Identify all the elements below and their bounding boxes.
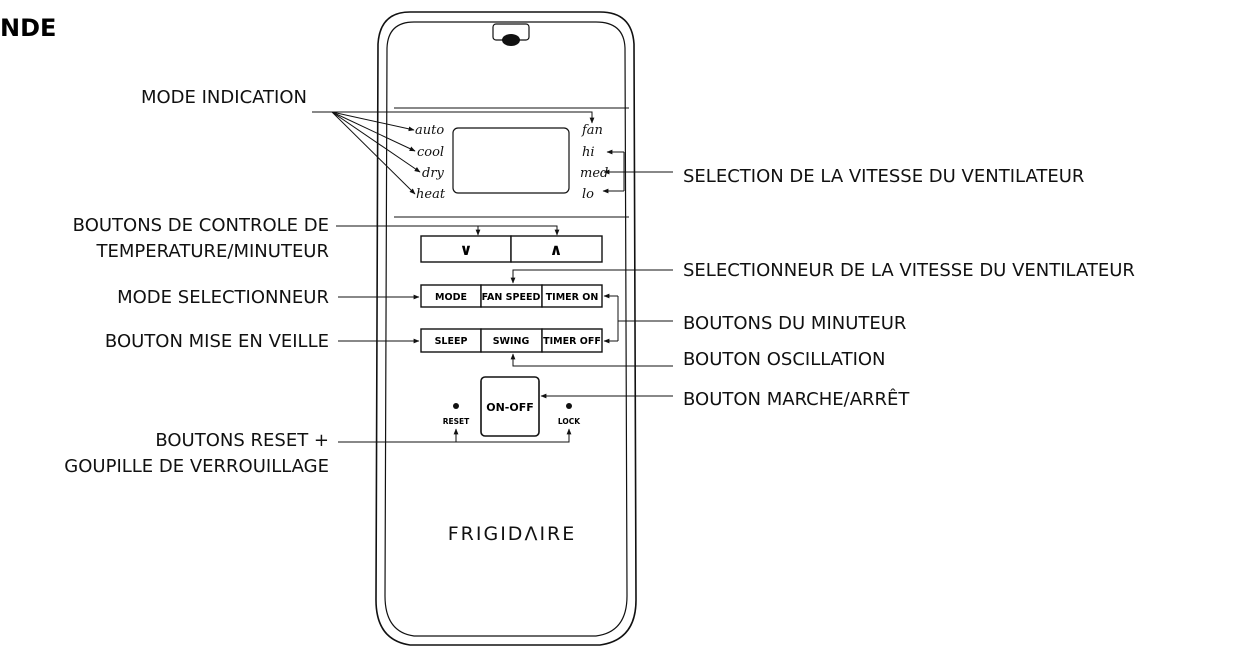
fan-speed-selection-leader: [602, 149, 673, 194]
mode-cool: cool: [417, 145, 444, 160]
lock-label: LOCK: [558, 417, 581, 426]
mode-auto: auto: [415, 123, 444, 138]
oscillation-leader: [510, 353, 673, 367]
mode-button[interactable]: MODE: [420, 284, 482, 308]
label-timer-buttons: BOUTONS DU MINUTEUR: [683, 313, 906, 334]
reset-pinhole-icon[interactable]: [453, 403, 459, 409]
swing-button[interactable]: SWING: [480, 328, 543, 353]
mode-heat: heat: [416, 187, 446, 202]
svg-text:MODE: MODE: [435, 292, 467, 303]
mode-dry: dry: [422, 166, 445, 181]
label-temp-timer-line2: TEMPERATURE/MINUTEUR: [96, 241, 329, 262]
label-mode-selector: MODE SELECTIONNEUR: [117, 287, 329, 308]
sleep-button[interactable]: SLEEP: [420, 328, 482, 353]
label-on-off: BOUTON MARCHE/ARRÊT: [683, 388, 910, 410]
svg-text:ON-OFF: ON-OFF: [486, 401, 534, 414]
svg-text:∨: ∨: [460, 240, 473, 259]
fan-speed-selector-leader: [510, 269, 673, 284]
brand-logo: FRIGIDΛIRE: [448, 523, 577, 545]
ir-emitter-icon: [502, 34, 520, 46]
svg-text:SLEEP: SLEEP: [435, 336, 468, 347]
temp-timer-leader: [336, 225, 560, 236]
on-off-button[interactable]: ON-OFF: [480, 376, 540, 437]
svg-text:TIMER OFF: TIMER OFF: [543, 336, 601, 347]
label-reset-line1: BOUTONS RESET +: [155, 430, 329, 451]
svg-text:∧: ∧: [550, 240, 563, 259]
temp-down-button[interactable]: ∨: [420, 235, 512, 263]
svg-text:TIMER ON: TIMER ON: [546, 292, 599, 303]
speed-med: med: [580, 166, 608, 181]
lock-pinhole-icon[interactable]: [566, 403, 572, 409]
svg-text:FAN SPEED: FAN SPEED: [482, 292, 541, 303]
label-oscillation: BOUTON OSCILLATION: [683, 349, 886, 370]
label-mode-indication: MODE INDICATION: [141, 87, 307, 108]
page-title: NDE: [0, 14, 56, 42]
temp-up-button[interactable]: ∧: [510, 235, 603, 263]
reset-lock-leader: [338, 428, 572, 443]
speed-hi: hi: [582, 145, 595, 160]
reset-label: RESET: [443, 417, 470, 426]
lcd-screen: [452, 127, 570, 194]
svg-text:SWING: SWING: [493, 336, 530, 347]
timer-buttons-leader: [603, 293, 673, 344]
label-reset-line2: GOUPILLE DE VERROUILLAGE: [64, 456, 329, 477]
speed-lo: lo: [582, 187, 594, 202]
label-fan-speed-selection: SELECTION DE LA VITESSE DU VENTILATEUR: [683, 166, 1084, 187]
label-temp-timer-line1: BOUTONS DE CONTROLE DE: [73, 215, 329, 236]
label-fan-speed-selector: SELECTIONNEUR DE LA VITESSE DU VENTILATE…: [683, 260, 1135, 281]
fan-speed-button[interactable]: FAN SPEED: [480, 284, 543, 308]
fan-indicator: fan: [581, 123, 603, 138]
timer-off-button[interactable]: TIMER OFF: [541, 328, 603, 353]
label-sleep: BOUTON MISE EN VEILLE: [105, 331, 329, 352]
mode-indication-leaders: [312, 111, 595, 195]
timer-on-button[interactable]: TIMER ON: [541, 284, 603, 308]
